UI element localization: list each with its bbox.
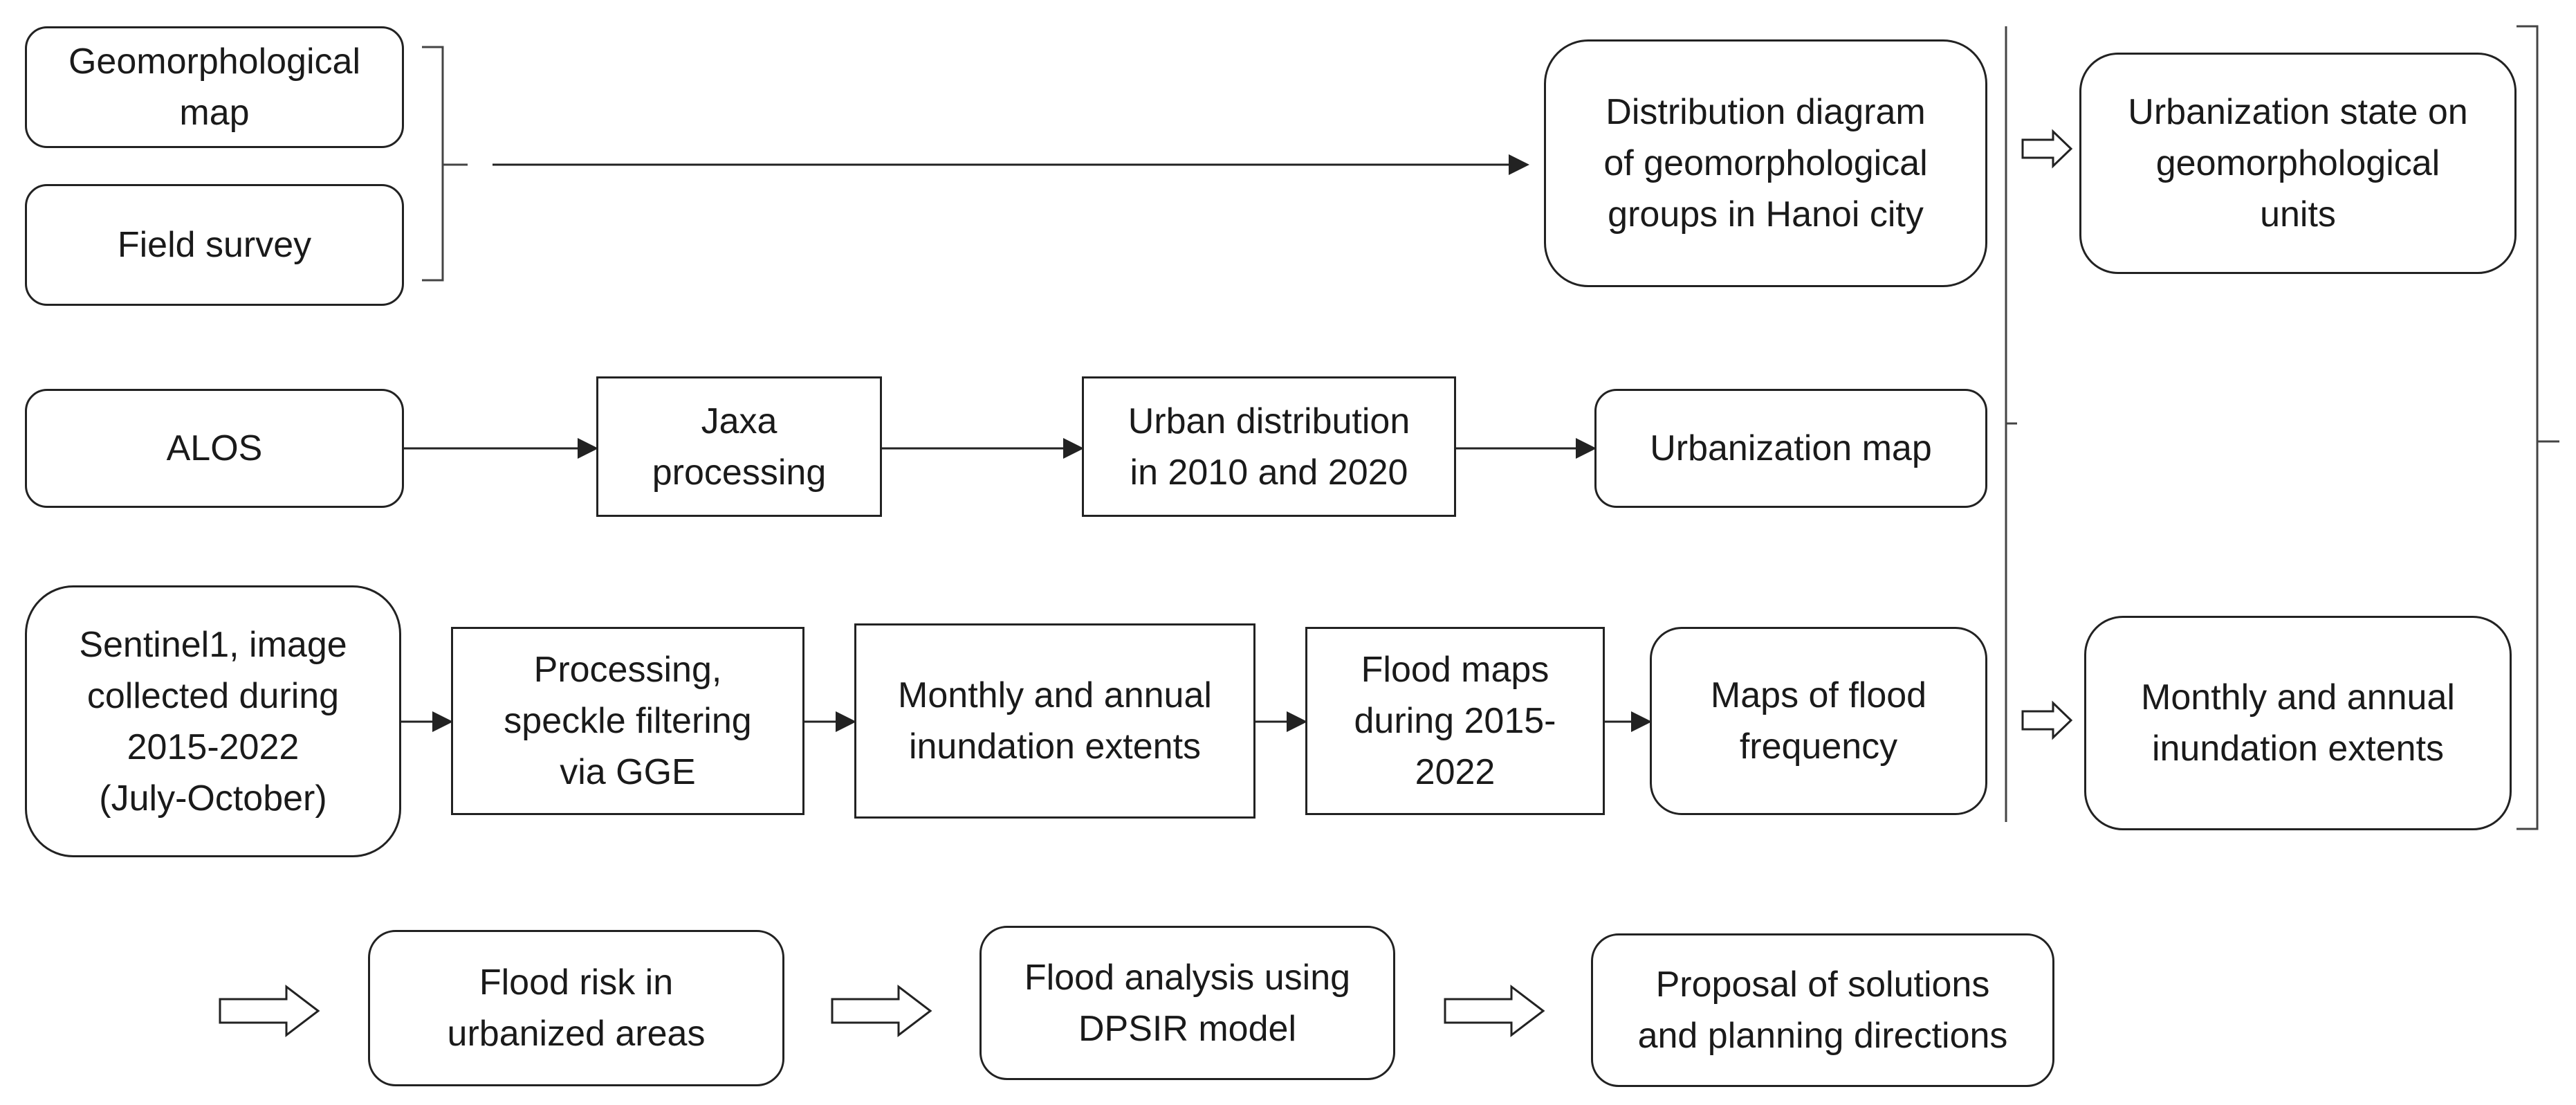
node-speckle-processing: Processing, speckle filtering via GGE: [451, 627, 804, 815]
node-field-survey: Field survey: [25, 184, 404, 306]
node-alos: ALOS: [25, 389, 404, 508]
block-arrow-to-flood-risk: [219, 984, 320, 1038]
node-flood-maps: Flood maps during 2015- 2022: [1305, 627, 1605, 815]
input-group-brace: [422, 46, 468, 282]
node-urbanization-state: Urbanization state on geomorphological u…: [2079, 53, 2517, 274]
node-flood-risk: Flood risk in urbanized areas: [368, 930, 784, 1086]
block-arrow-to-urbanization-state: [2021, 129, 2073, 169]
node-distribution-diagram: Distribution diagram of geomorphological…: [1544, 39, 1987, 287]
middle-group-brace: [2005, 26, 2017, 822]
node-monthly-annual-inundation: Monthly and annual inundation extents: [854, 623, 1255, 819]
block-arrow-to-proposal: [1444, 984, 1545, 1038]
node-monthly-annual-right: Monthly and annual inundation extents: [2084, 616, 2512, 830]
node-urban-distribution: Urban distribution in 2010 and 2020: [1082, 376, 1456, 517]
node-dpsir-analysis: Flood analysis using DPSIR model: [979, 926, 1395, 1080]
outer-group-brace: [2517, 25, 2559, 830]
node-geomorphological-map: Geomorphological map: [25, 26, 404, 148]
node-jaxa-processing: Jaxa processing: [596, 376, 882, 517]
node-proposal: Proposal of solutions and planning direc…: [1591, 933, 2054, 1087]
block-arrow-to-dpsir: [831, 984, 932, 1038]
node-flood-frequency: Maps of flood frequency: [1650, 627, 1987, 815]
node-urbanization-map: Urbanization map: [1594, 389, 1987, 508]
block-arrow-to-monthly-right: [2021, 700, 2073, 740]
node-sentinel1: Sentinel1, image collected during 2015-2…: [25, 585, 401, 857]
